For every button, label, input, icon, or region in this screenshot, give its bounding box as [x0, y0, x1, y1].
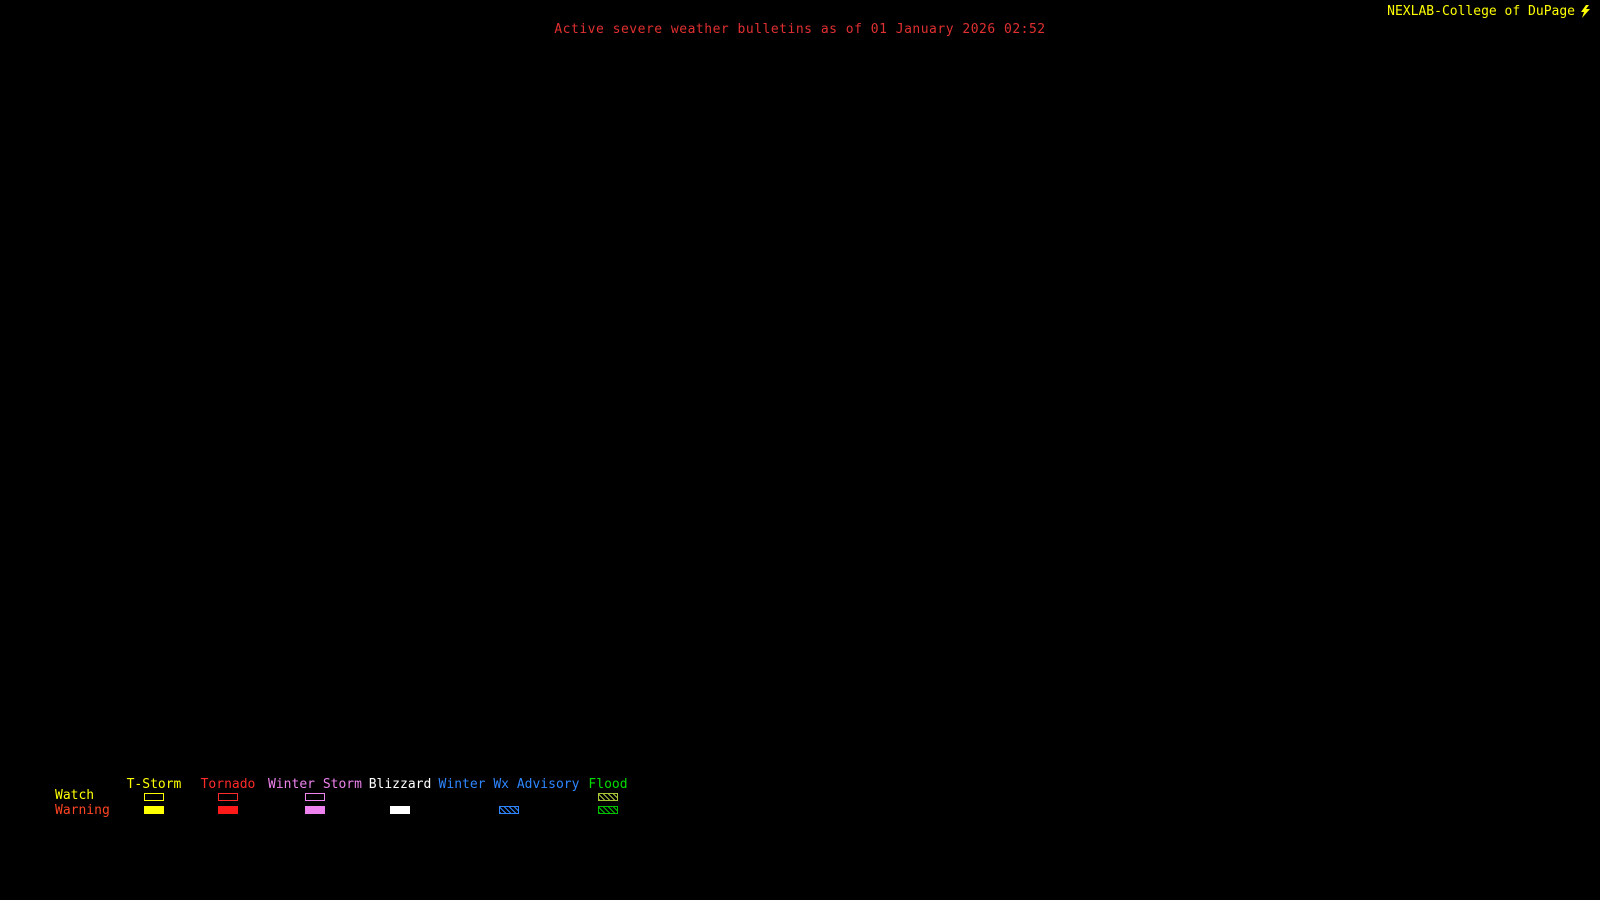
legend-tornado-label: Tornado — [200, 777, 256, 792]
source-text: NEXLAB-College of DuPage — [1387, 4, 1575, 19]
legend-row-watch-label: Watch — [55, 788, 95, 803]
flood-watch-swatch — [598, 793, 618, 801]
legend-col-tornado: Tornado — [200, 777, 256, 821]
winter-wx-advisory-swatch — [499, 806, 519, 814]
legend-col-tstorm: T-Storm — [126, 777, 182, 821]
source-credit: NEXLAB-College of DuPage — [1387, 4, 1592, 19]
flood-warning-swatch — [598, 806, 618, 814]
legend-col-blizzard: Blizzard — [368, 777, 432, 821]
tornado-warning-swatch — [218, 806, 238, 814]
legend-row-warning-label: Warning — [55, 803, 110, 818]
tstorm-watch-swatch — [144, 793, 164, 801]
legend-col-winter-wx-advisory: Winter Wx Advisory — [438, 777, 580, 821]
legend-winter-storm-label: Winter Storm — [268, 777, 362, 792]
legend-blizzard-label: Blizzard — [368, 777, 432, 792]
legend-flood-label: Flood — [588, 777, 628, 792]
winter-storm-warning-swatch — [305, 806, 325, 814]
legend: Watch Warning T-Storm Tornado Winter Sto… — [55, 777, 695, 821]
bulletin-title: Active severe weather bulletins as of 01… — [554, 22, 1046, 37]
legend-col-flood: Flood — [588, 777, 628, 821]
winter-storm-watch-swatch — [305, 793, 325, 801]
legend-col-winter-storm: Winter Storm — [267, 777, 363, 821]
blizzard-warning-swatch — [390, 806, 410, 814]
nexlab-logo-icon — [1581, 5, 1590, 18]
tornado-watch-swatch — [218, 793, 238, 801]
legend-winter-wx-advisory-label: Winter Wx Advisory — [438, 777, 580, 792]
tstorm-warning-swatch — [144, 806, 164, 814]
legend-tstorm-label: T-Storm — [126, 777, 182, 792]
